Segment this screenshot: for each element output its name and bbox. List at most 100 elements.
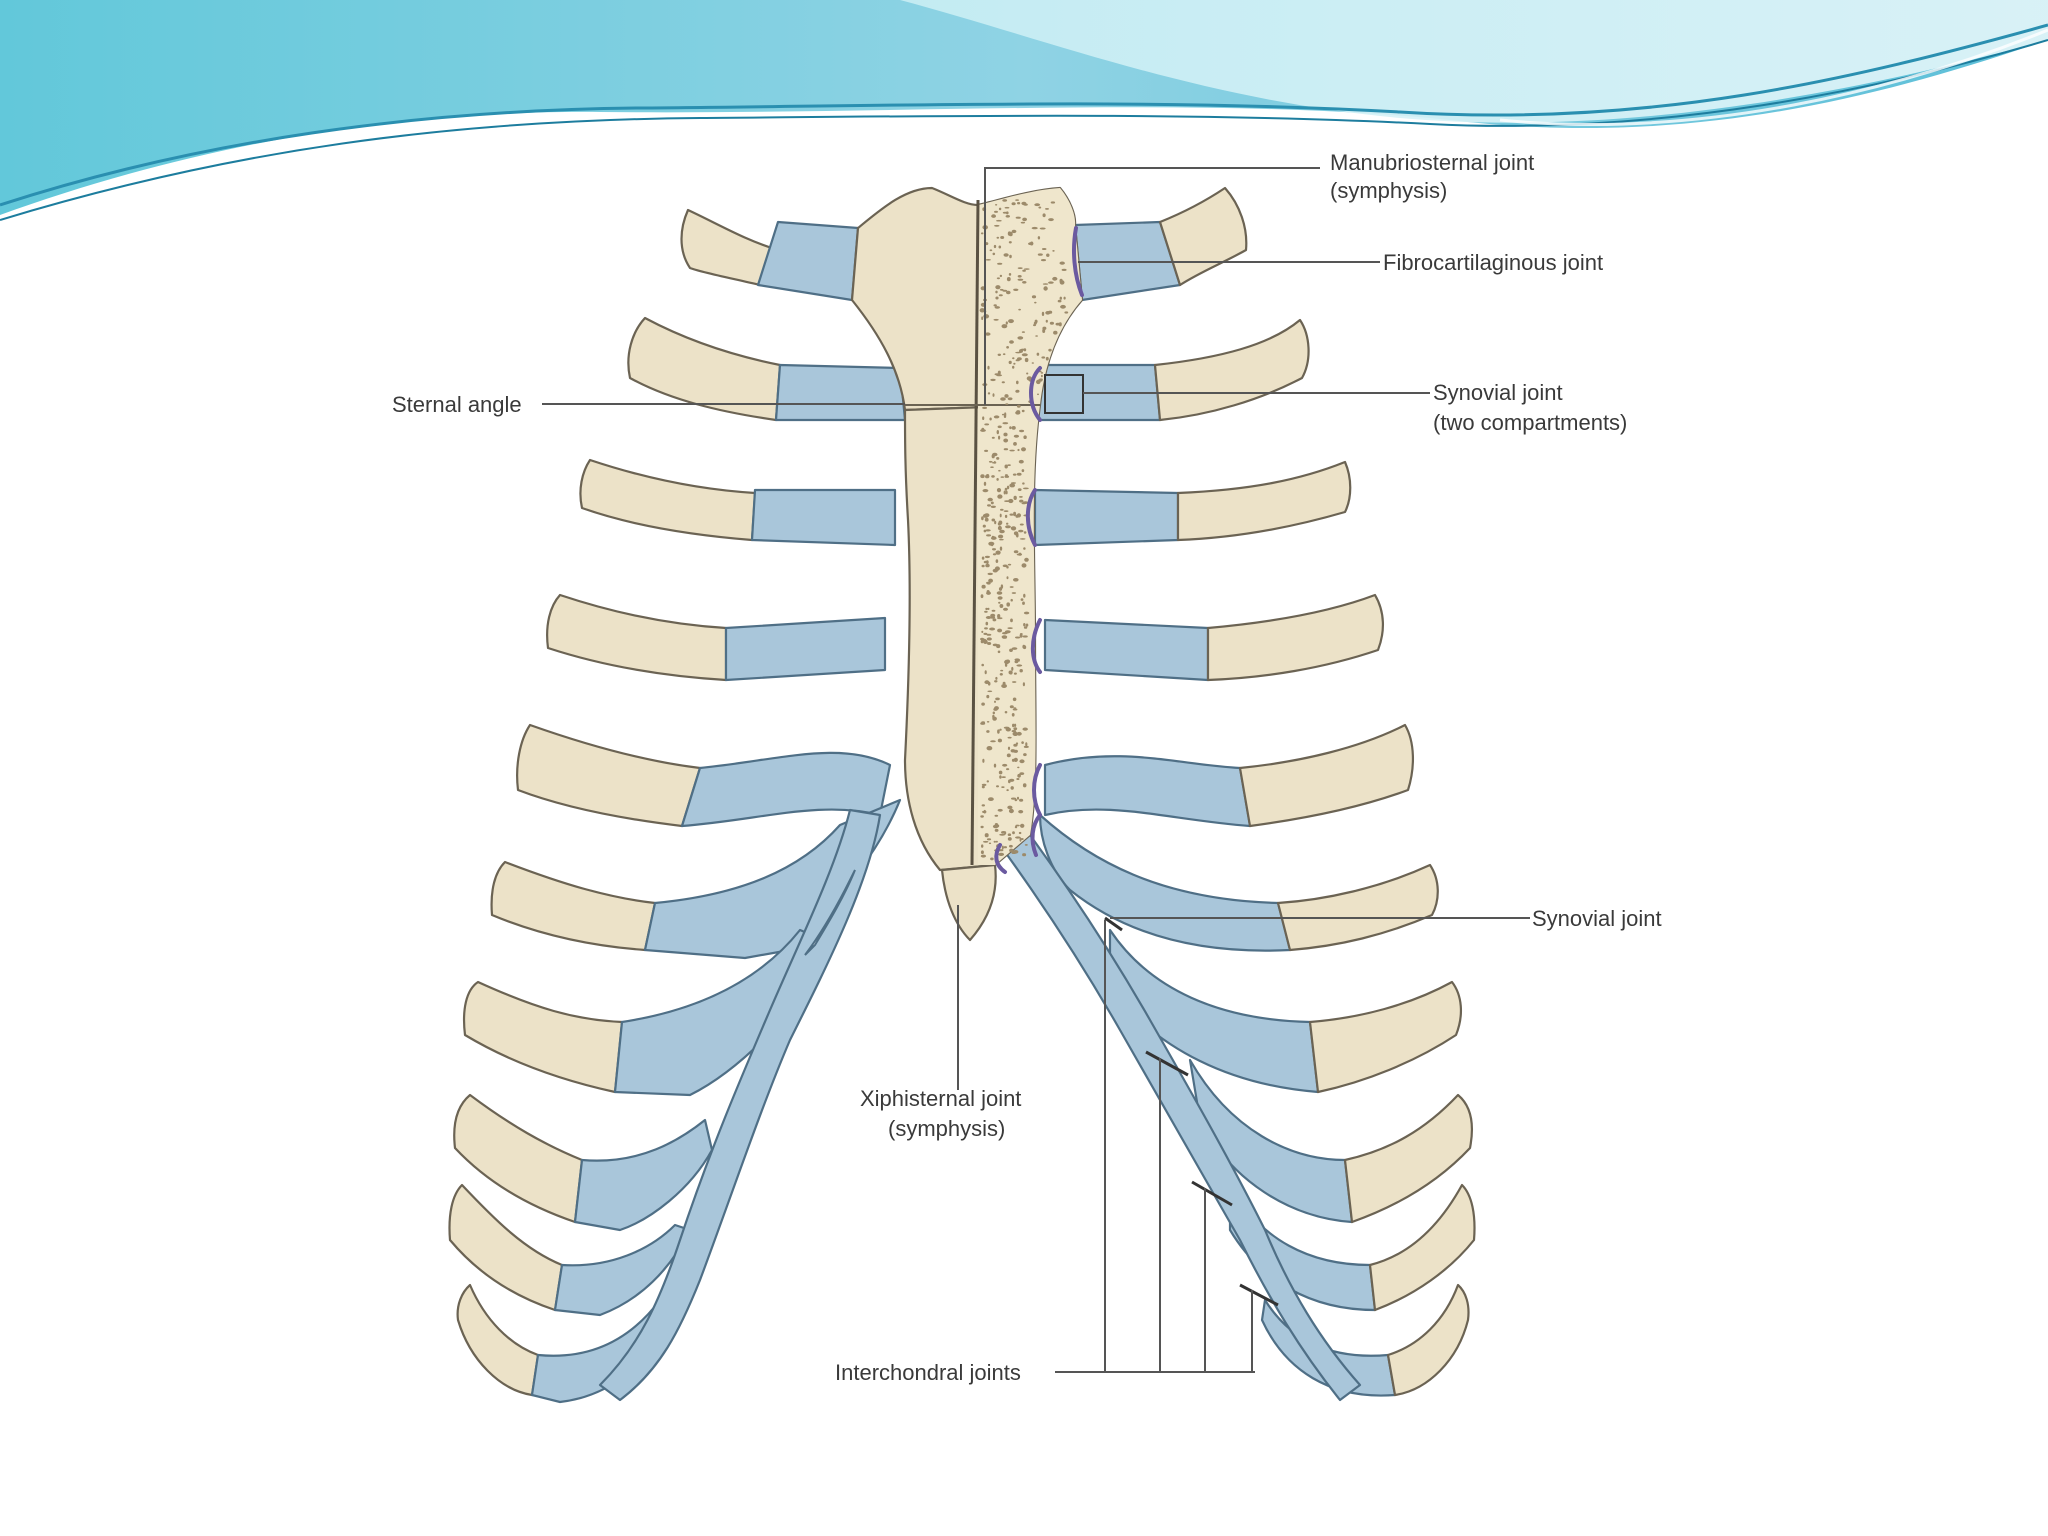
stipple-dot	[1031, 226, 1038, 230]
interchondral-joint-1	[1104, 916, 1123, 932]
stipple-dot	[980, 594, 984, 599]
stipple-dot	[981, 844, 984, 848]
stipple-dot	[1014, 799, 1018, 802]
stipple-dot	[1031, 362, 1035, 364]
stipple-dot	[996, 374, 1003, 377]
stipple-dot	[1064, 311, 1069, 314]
stipple-dot	[999, 728, 1002, 731]
stipple-dot	[1004, 412, 1007, 417]
stipple-dot	[1016, 796, 1020, 800]
stipple-dot	[987, 572, 993, 576]
stipple-dot	[1005, 727, 1011, 732]
stipple-dot	[1008, 273, 1012, 276]
stipple-dot	[989, 417, 992, 421]
right-rib-1-bone	[1158, 186, 1248, 287]
stipple-dot	[1001, 324, 1008, 329]
stipple-dot	[1021, 409, 1025, 413]
stipple-dot	[993, 318, 999, 321]
stipple-dot	[997, 596, 1003, 600]
stipple-dot	[1023, 487, 1029, 490]
stipple-dot	[1017, 267, 1023, 269]
stipple-dot	[1040, 372, 1044, 374]
stipple-dot	[1003, 253, 1009, 257]
stipple-dot	[994, 520, 997, 525]
stipple-dot	[996, 488, 1002, 493]
stipple-dot	[1002, 353, 1006, 356]
stipple-dot	[987, 392, 991, 395]
stipple-dot	[1004, 464, 1008, 469]
stipple-dot	[1005, 403, 1009, 405]
stipple-dot	[986, 560, 989, 565]
stipple-dot	[1020, 823, 1025, 828]
stipple-dot	[999, 833, 1006, 836]
stipple-dot	[1007, 563, 1012, 566]
stipple-dot	[1012, 365, 1015, 369]
stipple-dot	[997, 370, 1001, 375]
stipple-dot	[1017, 275, 1022, 278]
stipple-dot	[1052, 276, 1058, 281]
stipple-dot	[1019, 523, 1024, 526]
stipple-dot	[1052, 250, 1055, 252]
stipple-dot	[1017, 357, 1022, 361]
stipple-dot	[1019, 837, 1022, 842]
stipple-dot	[994, 224, 1000, 227]
stipple-dot	[1014, 660, 1019, 664]
stipple-dot	[1003, 490, 1006, 495]
stipple-dot	[1013, 707, 1017, 709]
left-rib-2-bone	[627, 316, 782, 422]
stipple-dot	[983, 840, 989, 843]
stipple-dot	[1022, 601, 1025, 605]
stipple-dot	[1025, 623, 1029, 627]
stipple-dot	[992, 553, 997, 556]
stipple-dot	[996, 277, 1001, 280]
stipple-dot	[1040, 374, 1043, 378]
stipple-dot	[981, 785, 985, 789]
stipple-dot	[1018, 552, 1022, 556]
stipple-dot	[987, 607, 990, 611]
left-rib-4-cartilage	[724, 616, 887, 682]
stipple-dot	[990, 378, 996, 382]
stipple-dot	[984, 670, 987, 675]
stipple-dot	[997, 525, 1002, 531]
stipple-dot	[1038, 206, 1042, 209]
stipple-dot	[1019, 429, 1025, 433]
stipple-dot	[1004, 711, 1008, 714]
stipple-dot	[1009, 586, 1014, 588]
stipple-dot	[1018, 308, 1021, 311]
synovial-joint-3-mark	[1025, 488, 1037, 547]
stipple-dot	[984, 627, 988, 630]
stipple-dot	[982, 524, 986, 528]
stipple-dot	[981, 584, 986, 589]
stipple-dot	[1013, 495, 1017, 500]
stipple-dot	[1048, 281, 1054, 284]
stipple-dot	[998, 469, 1001, 472]
left-rib-5-bone	[516, 723, 702, 828]
stipple-dot	[1031, 295, 1037, 299]
stipple-dot	[1021, 741, 1024, 744]
stipple-dot	[1013, 550, 1019, 554]
stipple-dot	[1000, 397, 1006, 401]
stipple-dot	[998, 601, 1001, 604]
stipple-dot	[993, 415, 1000, 419]
left-rib-1-bone	[680, 208, 780, 287]
stipple-dot	[1006, 753, 1011, 758]
stipple-dot	[1006, 602, 1010, 607]
stipple-dot	[992, 461, 997, 464]
stipple-dot	[982, 810, 987, 814]
stipple-dot	[1008, 319, 1014, 324]
stipple-dot	[1021, 447, 1026, 452]
stipple-dot	[1007, 464, 1011, 466]
stipple-dot	[984, 833, 989, 838]
stipple-dot	[1002, 564, 1008, 568]
stipple-dot	[1013, 672, 1017, 675]
stipple-dot	[984, 449, 989, 452]
stipple-dot	[1009, 844, 1013, 848]
stipple-dot	[980, 232, 984, 235]
stipple-dot	[989, 616, 996, 619]
stipple-dot	[1011, 666, 1014, 671]
stipple-dot	[1011, 202, 1016, 206]
stipple-dot	[1005, 490, 1008, 495]
stipple-dot	[1009, 449, 1015, 452]
stipple-dot	[1022, 783, 1027, 788]
stipple-dot	[1019, 772, 1025, 775]
